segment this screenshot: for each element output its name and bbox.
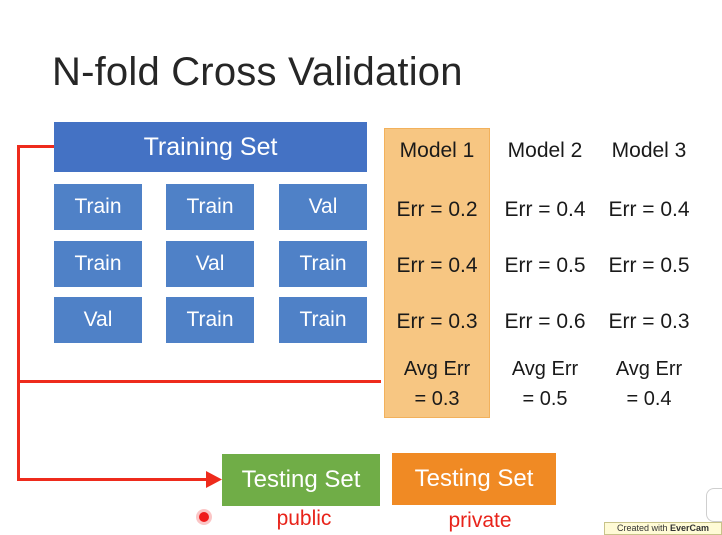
model-3-header: Model 3	[611, 139, 687, 162]
connector-top-stub	[17, 145, 54, 148]
model-1-header: Model 1	[399, 139, 475, 162]
fold-2-part-1: Train	[54, 241, 142, 287]
model-2-avg-value: = 0.5	[522, 388, 568, 410]
fold-3-part-1: Val	[54, 297, 142, 343]
watermark-brand: EverCam	[670, 523, 710, 533]
fold-1-part-1: Train	[54, 184, 142, 230]
testing-private-caption: private	[448, 509, 512, 532]
connector-to-testing	[17, 478, 209, 481]
recorder-side-tab[interactable]	[706, 488, 722, 522]
model-3-avg-label: Avg Err	[615, 358, 683, 380]
model-2-err-fold-3: Err = 0.6	[504, 310, 586, 333]
testing-set-private-box: Testing Set	[392, 453, 556, 505]
connector-to-models	[17, 380, 381, 383]
model-1-err-fold-2: Err = 0.4	[396, 254, 478, 277]
fold-2-part-2: Val	[166, 241, 254, 287]
testing-set-public-box: Testing Set	[222, 454, 380, 506]
fold-3-part-3: Train	[279, 297, 367, 343]
model-1-avg-label: Avg Err	[403, 358, 471, 380]
arrowhead-icon	[206, 471, 222, 488]
model-2-err-fold-1: Err = 0.4	[504, 198, 586, 221]
training-set-banner: Training Set	[54, 122, 367, 172]
fold-1-part-2: Train	[166, 184, 254, 230]
model-1-err-fold-3: Err = 0.3	[396, 310, 478, 333]
model-3-err-fold-3: Err = 0.3	[608, 310, 690, 333]
fold-3-part-2: Train	[166, 297, 254, 343]
watermark-prefix: Created with	[616, 523, 670, 533]
recorder-watermark: Created with EverCam	[604, 522, 722, 535]
model-1-err-fold-1: Err = 0.2	[396, 198, 478, 221]
model-3-avg-value: = 0.4	[626, 388, 672, 410]
model-3-err-fold-1: Err = 0.4	[608, 198, 690, 221]
laser-pointer-dot	[199, 512, 209, 522]
connector-vertical	[17, 145, 20, 481]
fold-2-part-3: Train	[279, 241, 367, 287]
fold-1-part-3: Val	[279, 184, 367, 230]
model-2-err-fold-2: Err = 0.5	[504, 254, 586, 277]
model-1-avg-value: = 0.3	[414, 388, 460, 410]
model-2-avg-label: Avg Err	[511, 358, 579, 380]
slide-title: N-fold Cross Validation	[52, 50, 463, 94]
model-3-err-fold-2: Err = 0.5	[608, 254, 690, 277]
testing-public-caption: public	[276, 507, 332, 530]
model-2-header: Model 2	[507, 139, 583, 162]
selected-model-highlight	[384, 128, 490, 418]
